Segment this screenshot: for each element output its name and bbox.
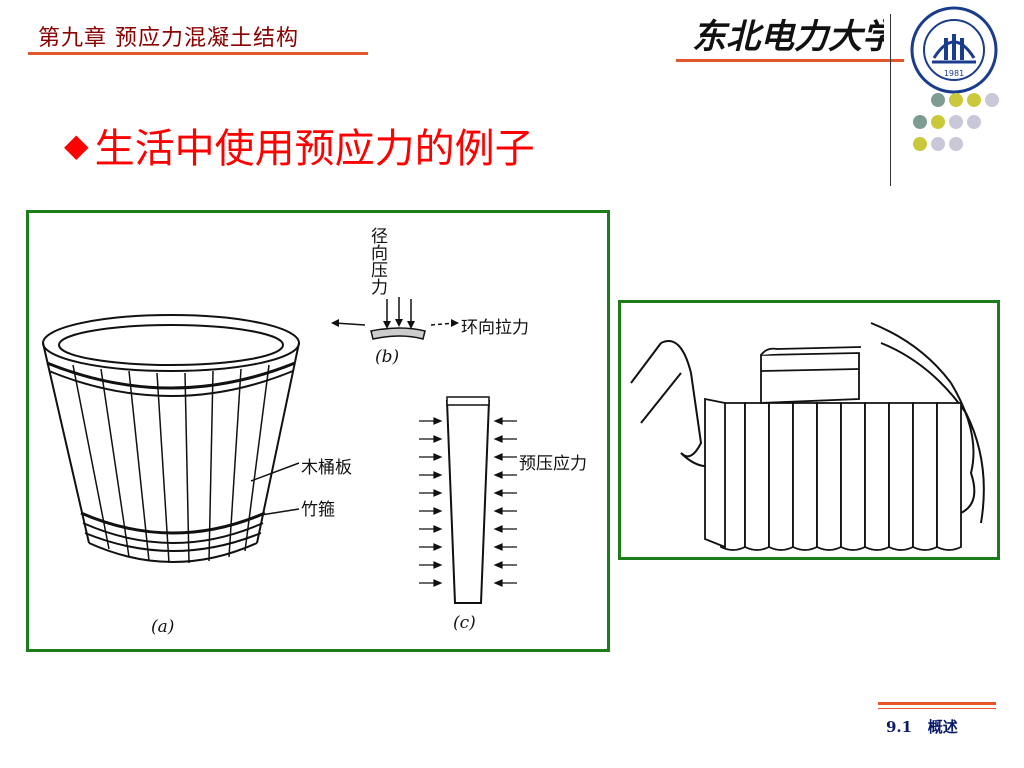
university-name-calligraphy: 东北电力大学: [692, 17, 884, 57]
wooden-bucket-illustration: [42, 297, 517, 604]
header-underline-right: [676, 59, 904, 62]
arrow-head: [493, 525, 503, 533]
arrow-head: [433, 453, 443, 461]
svg-text:1981: 1981: [944, 69, 964, 78]
label-hoop-tension: 环向拉力: [461, 318, 529, 338]
book-spine: [792, 402, 818, 551]
arrow-head: [433, 543, 443, 551]
label-radial-pressure: 径向压力: [367, 227, 387, 295]
svg-text:东北电力大学: 东北电力大学: [692, 17, 884, 57]
decorative-dot: [913, 137, 927, 151]
arrow-head: [433, 417, 443, 425]
footer-rule-thin: [878, 708, 996, 709]
decorative-dots: [913, 93, 999, 151]
slide-title-text: 生活中使用预应力的例子: [94, 126, 535, 172]
decorative-dot: [931, 115, 945, 129]
decorative-dot: [913, 115, 927, 129]
section-title: 概述: [927, 718, 958, 736]
section-number: 9.1: [886, 718, 913, 736]
book-spine: [888, 402, 914, 551]
arrow-head: [433, 435, 443, 443]
arrow-head: [433, 561, 443, 569]
caption-c: (c): [453, 613, 476, 633]
arrow-head: [493, 543, 503, 551]
arrow-head: [493, 579, 503, 587]
arrow-head: [433, 579, 443, 587]
arrow-head: [493, 453, 503, 461]
diamond-bullet-icon: ◆: [64, 126, 89, 164]
caption-b: (b): [375, 347, 400, 367]
decorative-dot: [949, 137, 963, 151]
footer-rule-thick: [878, 702, 996, 705]
decorative-dot: [985, 93, 999, 107]
book-spine: [840, 402, 866, 551]
book-spine: [936, 402, 962, 551]
book-spine: [768, 402, 794, 551]
arrow-head: [493, 435, 503, 443]
book-cover: [704, 397, 726, 549]
books-figure-panel: [618, 300, 1000, 560]
decorative-dot: [949, 93, 963, 107]
hands-pressing-books-illustration: [630, 322, 985, 551]
book-spine: [744, 402, 770, 551]
bucket-figure-panel: 径向压力 环向拉力 (b) 预压应力 木桶板 竹箍 (a) (c): [26, 210, 610, 652]
header-divider: [890, 14, 891, 186]
book-spine: [864, 402, 890, 551]
university-logo: 1981: [910, 6, 998, 94]
arrow-head: [433, 525, 443, 533]
arrow-head: [493, 417, 503, 425]
caption-a: (a): [151, 617, 175, 637]
label-prestress: 预压应力: [519, 454, 587, 474]
book-spine: [816, 402, 842, 551]
label-bamboo-hoop: 竹箍: [301, 500, 335, 520]
header-underline-left: [28, 52, 368, 55]
slide-title: ◆ 生活中使用预应力的例子: [64, 116, 535, 174]
arrow-head: [433, 507, 443, 515]
arrow-head: [493, 471, 503, 479]
arrow-head: [493, 489, 503, 497]
decorative-dot: [931, 93, 945, 107]
book-spine: [912, 402, 938, 551]
arrow-head: [493, 561, 503, 569]
arrow-head: [433, 489, 443, 497]
arrow-head: [493, 507, 503, 515]
section-footer: 9.1 概述: [886, 716, 958, 737]
label-bucket-stave: 木桶板: [301, 458, 352, 478]
arrow-head: [433, 471, 443, 479]
decorative-dot: [967, 93, 981, 107]
decorative-dot: [931, 137, 945, 151]
chapter-title: 第九章 预应力混凝土结构: [38, 26, 299, 51]
decorative-dot: [967, 115, 981, 129]
decorative-dot: [949, 115, 963, 129]
